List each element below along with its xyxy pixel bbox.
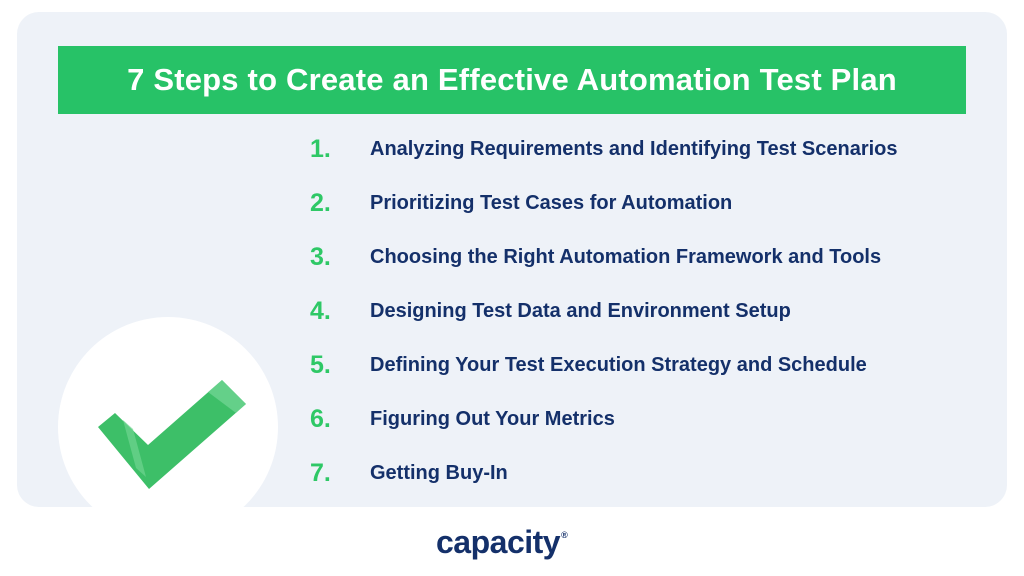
step-number: 3. [310, 242, 331, 271]
step-number: 6. [310, 404, 331, 433]
step-item: 6. Figuring Out Your Metrics [310, 404, 615, 434]
step-label: Figuring Out Your Metrics [370, 407, 615, 430]
step-label: Choosing the Right Automation Framework … [370, 245, 882, 268]
step-label: Analyzing Requirements and Identifying T… [370, 137, 898, 160]
logo-text: capacity [436, 524, 561, 560]
step-item: 7. Getting Buy-In [310, 458, 508, 488]
step-item: 4. Designing Test Data and Environment Se… [310, 296, 791, 326]
registered-mark: ® [561, 530, 568, 540]
step-number: 4. [310, 296, 331, 325]
capacity-logo: capacity® [436, 524, 568, 561]
step-item: 5. Defining Your Test Execution Strategy … [310, 350, 867, 380]
step-item: 3. Choosing the Right Automation Framewor… [310, 242, 881, 272]
page-title: 7 Steps to Create an Effective Automatio… [58, 46, 966, 114]
step-item: 2. Prioritizing Test Cases for Automation [310, 188, 732, 218]
step-number: 2. [310, 188, 331, 217]
step-number: 5. [310, 350, 331, 379]
step-label: Getting Buy-In [370, 461, 508, 484]
step-label: Defining Your Test Execution Strategy an… [370, 353, 867, 376]
step-number: 1. [310, 134, 331, 163]
step-number: 7. [310, 458, 331, 487]
checkmark-icon [98, 380, 246, 489]
step-label: Prioritizing Test Cases for Automation [370, 191, 733, 214]
checkmark-circle [58, 317, 278, 537]
step-label: Designing Test Data and Environment Setu… [370, 299, 791, 322]
step-item: 1. Analyzing Requirements and Identifying… [310, 134, 898, 164]
